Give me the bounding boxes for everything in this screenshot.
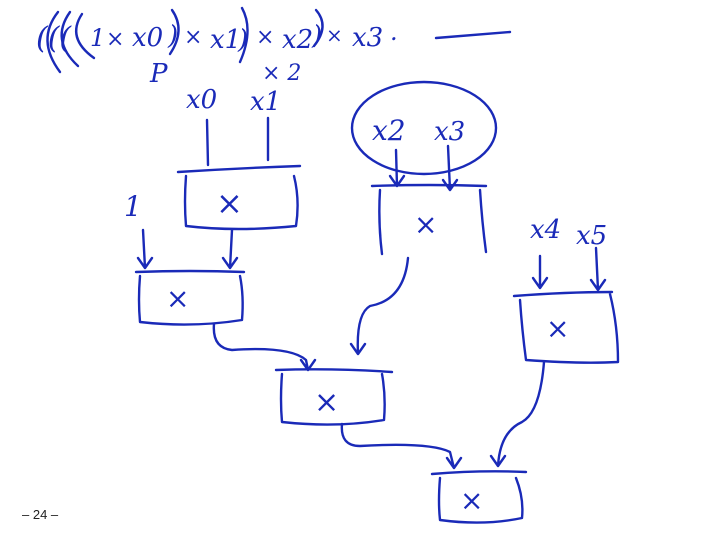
- box-c: [370, 183, 488, 256]
- paren-outer-2: [60, 10, 80, 68]
- x4-label: x4: [530, 215, 561, 245]
- header-times-2: ×: [184, 25, 202, 50]
- x2-arrow: [388, 148, 406, 188]
- b-to-d-wire: [212, 322, 317, 372]
- box-e: [512, 290, 620, 364]
- x5-label: x5: [576, 221, 607, 251]
- header-times-3: ×: [256, 25, 274, 50]
- box-f-op: ×: [460, 484, 483, 517]
- x5-arrow: [589, 246, 607, 292]
- header-open-paren: (((: [36, 21, 72, 56]
- header-close-3: ): [311, 21, 322, 51]
- x1-label: x1: [250, 87, 281, 117]
- box-e-op: ×: [546, 312, 569, 345]
- box-f: [430, 470, 528, 524]
- c-to-d-wire: [349, 256, 410, 356]
- paren-close-3: [312, 8, 324, 48]
- x3-arrow: [441, 144, 459, 192]
- d-to-f-wire: [340, 422, 463, 470]
- one-label: 1: [124, 190, 142, 223]
- header-times-1: ×: [106, 27, 124, 52]
- header-x2: x2: [282, 25, 313, 55]
- box-b-op: ×: [166, 282, 189, 315]
- x4-arrow: [531, 254, 549, 290]
- header-x1: x1: [210, 25, 241, 55]
- x0-label: x0: [186, 85, 217, 115]
- box-d-op: ×: [314, 385, 339, 420]
- header-times-4: ×: [326, 23, 343, 47]
- header-dash: [434, 30, 512, 40]
- one-arrow: [136, 228, 154, 270]
- a-to-b-arrow: [221, 228, 239, 270]
- box-a: [176, 164, 302, 231]
- header-one: 1: [90, 24, 105, 52]
- box-b: [134, 269, 246, 326]
- header-close-1: ): [167, 21, 178, 51]
- box-d: [274, 368, 394, 426]
- header-close-2: ): [237, 25, 248, 55]
- paren-outer-3: [74, 12, 96, 60]
- x0-wire: [205, 118, 210, 167]
- header-x0: x0: [132, 23, 163, 53]
- page-number: – 24 –: [22, 507, 59, 522]
- box-a-op: ×: [216, 184, 243, 222]
- times-two-label: × 2: [262, 61, 301, 86]
- paren-close-2: [238, 6, 249, 64]
- paren-outer-1: [46, 10, 62, 74]
- x3-label: x3: [434, 117, 465, 147]
- paren-close-1: [168, 8, 180, 56]
- e-to-f-wire: [489, 360, 546, 468]
- header-x3: x3: [352, 23, 383, 53]
- box-c-op: ×: [414, 208, 437, 241]
- x2-label: x2: [372, 114, 406, 147]
- p-label: P: [149, 59, 168, 89]
- x2-x3-circle: [350, 80, 498, 176]
- header-period: .: [390, 18, 398, 46]
